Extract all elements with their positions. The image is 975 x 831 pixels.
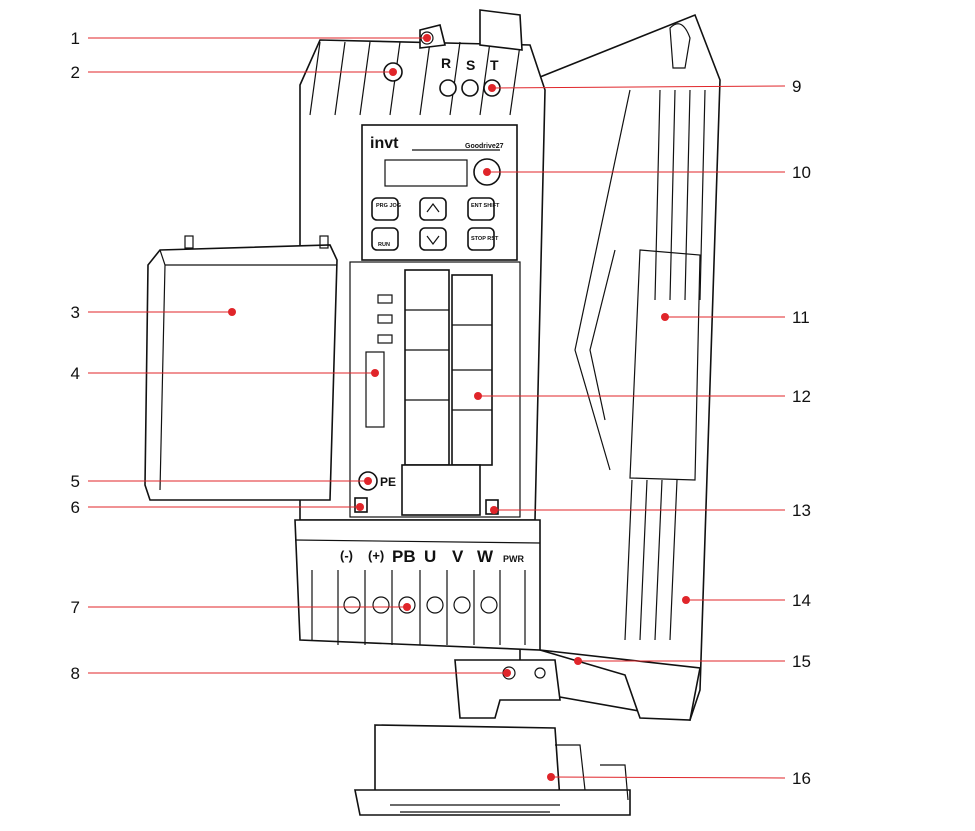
callout-14: 14 (682, 591, 811, 610)
cooling-fan (354, 724, 631, 816)
terminal-cover (144, 235, 338, 501)
callout-dot (574, 657, 582, 665)
terminal-r: R (441, 55, 451, 71)
callout-number: 16 (792, 769, 811, 788)
callout-7: 7 (71, 598, 411, 617)
callout-number: 4 (71, 364, 80, 383)
ent-shift-key: ENT SHIFT (471, 203, 500, 209)
callout-dot (503, 669, 511, 677)
callout-dot (371, 369, 379, 377)
callout-3: 3 (71, 303, 236, 322)
callout-9: 9 (488, 77, 801, 96)
callout-dot (483, 168, 491, 176)
terminal-u: U (424, 547, 436, 566)
callout-dot (682, 596, 690, 604)
callout-number: 8 (71, 664, 80, 683)
callout-12: 12 (474, 387, 811, 406)
terminal-minus: (-) (340, 548, 353, 563)
callout-15: 15 (574, 652, 811, 671)
callout-number: 14 (792, 591, 811, 610)
callout-number: 2 (71, 63, 80, 82)
model-label: Goodrive27 (465, 143, 504, 150)
callout-4: 4 (71, 364, 379, 383)
pe-label: PE (380, 475, 396, 489)
callout-number: 1 (71, 29, 80, 48)
callout-dot (403, 603, 411, 611)
keypad: invt Goodrive27 PRG JOG ENT SHIFT RUN ST… (361, 124, 518, 261)
terminal-t: T (490, 57, 499, 73)
callout-6: 6 (71, 498, 364, 517)
callout-8: 8 (71, 664, 511, 683)
callout-dot (661, 313, 669, 321)
callout-dot (423, 34, 431, 42)
terminal-plus: (+) (368, 548, 384, 563)
prg-jog-key: PRG JOG (376, 203, 401, 209)
callout-number: 5 (71, 472, 80, 491)
callout-number: 13 (792, 501, 811, 520)
callout-11: 11 (661, 308, 810, 327)
callout-number: 10 (792, 163, 811, 182)
control-terminals: PE (349, 261, 521, 518)
callout-dot (547, 773, 555, 781)
callout-5: 5 (71, 472, 372, 491)
callout-number: 15 (792, 652, 811, 671)
callout-2: 2 (71, 63, 397, 82)
terminal-w: W (477, 547, 494, 566)
terminal-pb: PB (392, 547, 416, 566)
callout-number: 11 (792, 308, 810, 327)
terminal-pwr: PWR (503, 554, 524, 564)
callout-16: 16 (547, 769, 811, 788)
callout-dot (228, 308, 236, 316)
leader-line (491, 85, 786, 89)
callout-number: 7 (71, 598, 80, 617)
terminal-v: V (452, 547, 464, 566)
stop-rst-key: STOP RST (471, 236, 499, 242)
callout-number: 3 (71, 303, 80, 322)
side-housing (519, 13, 721, 721)
callout-dot (364, 477, 372, 485)
bottom-power-block: (-) (+) PB U V W PWR (294, 519, 701, 721)
run-key: RUN (378, 242, 390, 248)
callout-number: 9 (792, 77, 801, 96)
leader-line (550, 776, 786, 779)
callout-dot (488, 84, 496, 92)
callout-1: 1 (71, 29, 431, 48)
callout-number: 12 (792, 387, 811, 406)
callout-dot (490, 506, 498, 514)
callout-dot (474, 392, 482, 400)
callout-13: 13 (490, 501, 811, 520)
callout-dot (389, 68, 397, 76)
callout-dot (356, 503, 364, 511)
brand-logo: invt (370, 135, 399, 152)
terminal-s: S (466, 57, 475, 73)
callout-10: 10 (483, 163, 811, 182)
callout-number: 6 (71, 498, 80, 517)
